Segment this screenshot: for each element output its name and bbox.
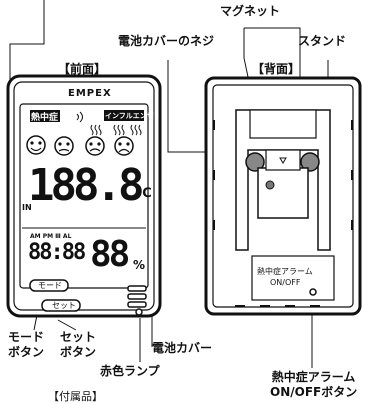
alarm-button[interactable] [309, 288, 317, 296]
signal-icon [76, 111, 83, 123]
set-button[interactable]: セット [52, 301, 76, 310]
face-icon-warn [85, 136, 105, 156]
battery-arrow-icon [279, 157, 287, 164]
back-edge-ticks [213, 120, 353, 307]
set-button-shape [41, 299, 81, 312]
label-red-lamp: 赤色ランプ [100, 364, 160, 378]
alarm-panel-shape [251, 255, 335, 301]
face-icon-happy [26, 135, 46, 155]
mode-button[interactable]: モード [38, 281, 62, 290]
temperature-readout: 188.8 [28, 160, 144, 211]
label-accessories: 【付属品】 [48, 390, 103, 403]
face-icon-danger [114, 136, 134, 156]
stand-hinge [249, 109, 317, 139]
label-alarm-button: 熱中症アラーム ON/OFFボタン [270, 370, 358, 399]
magnet-left-shape [245, 152, 265, 172]
label-set-button: セット ボタン [60, 330, 97, 359]
humidity-readout: 88 [90, 234, 130, 275]
heat-label: 熱中症 [31, 113, 59, 123]
red-lamp-shape [135, 308, 143, 316]
front-device [6, 74, 162, 318]
label-battery-cover-screw: 電池カバーのネジ [118, 34, 215, 48]
influenza-label-box [104, 110, 144, 121]
stand-shape [235, 109, 331, 251]
battery-cover-shape [257, 167, 309, 219]
back-device [204, 76, 362, 316]
label-magnet: マグネット [220, 4, 281, 18]
time-flags: AM PM Ⅲ AL [30, 233, 72, 240]
leader-top-left [9, 0, 45, 100]
alarm-panel-sub: ON/OFF [270, 278, 301, 287]
leader-set [57, 319, 77, 331]
in-label: IN [22, 203, 32, 212]
time-readout: 88:88 [28, 240, 86, 265]
label-front: 【前面】 [58, 62, 107, 76]
temperature-unit: ℃ [136, 186, 152, 201]
side-grille [127, 285, 147, 308]
alarm-panel-title: 熱中症アラーム [257, 267, 313, 276]
label-stand: スタンド [298, 34, 347, 48]
steam-icons [90, 124, 142, 136]
humidity-unit: % [133, 258, 146, 272]
label-battery-cover: 電池カバー [152, 341, 213, 355]
label-mode-button: モード ボタン [8, 330, 45, 359]
magnet-right-shape [300, 152, 320, 172]
battery-screw-shape [265, 180, 275, 190]
alarm-button-shape [309, 288, 317, 296]
brand-logo: EMPEX [68, 88, 112, 99]
label-back: 【背面】 [252, 62, 301, 76]
influenza-label: インフルエンザ [105, 112, 154, 120]
mode-button-shape [29, 279, 69, 292]
heat-label-box [30, 110, 60, 122]
face-icon-neutral [54, 136, 74, 156]
